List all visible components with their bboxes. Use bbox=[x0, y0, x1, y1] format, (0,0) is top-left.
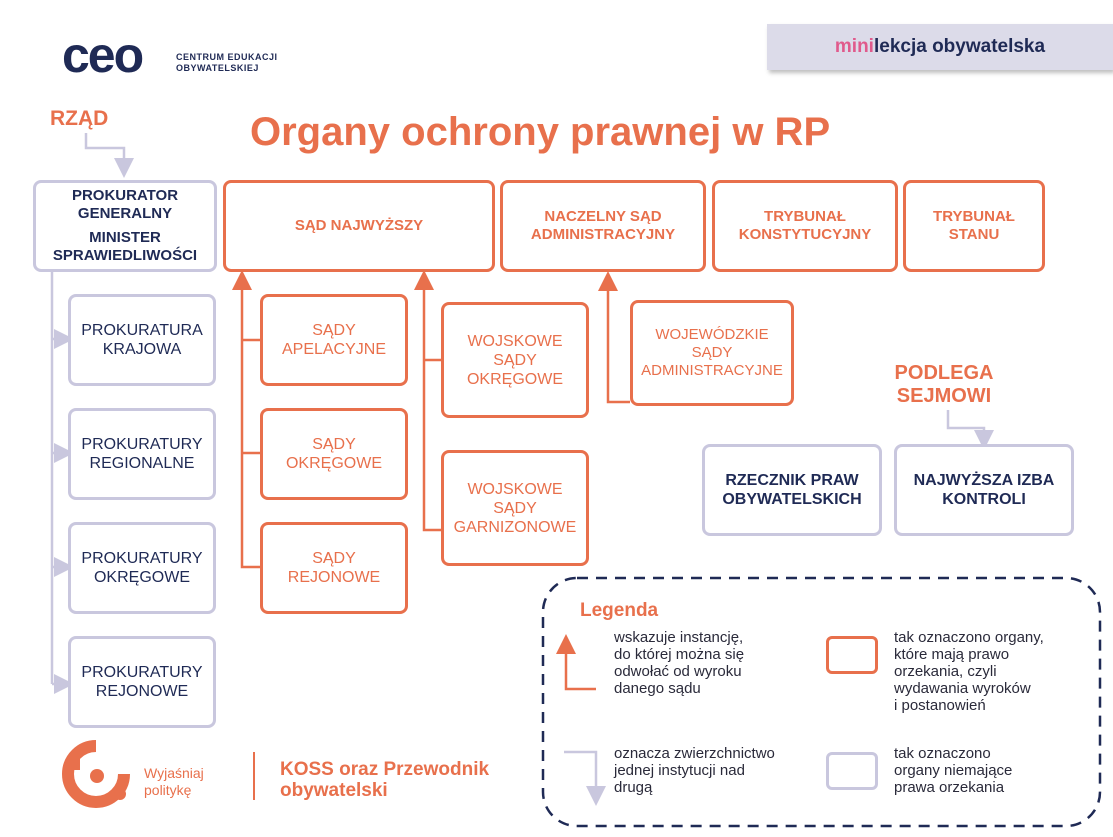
legend-orange-box-sample bbox=[826, 636, 878, 674]
prokuratury-okregowe-box: PROKURATURY OKRĘGOWE bbox=[68, 522, 216, 614]
legend-lav-box-text: tak oznaczono organy niemające prawa orz… bbox=[894, 745, 1013, 796]
org-name: CENTRUM EDUKACJI OBYWATELSKIEJ bbox=[176, 52, 278, 73]
sady-okregowe-box: SĄDY OKRĘGOWE bbox=[260, 408, 408, 500]
wojskowe-sady-okregowe-box: WOJSKOWE SĄDY OKRĘGOWE bbox=[441, 302, 589, 418]
legend-title: Legenda bbox=[580, 600, 659, 621]
ts-box: TRYBUNAŁ STANU bbox=[903, 180, 1045, 272]
rpo-box: RZECZNIK PRAW OBYWATELSKICH bbox=[702, 444, 882, 536]
page-title: Organy ochrony prawnej w RP bbox=[250, 110, 831, 154]
podlega-label: PODLEGA SEJMOWI bbox=[894, 362, 994, 407]
appeal-line-common bbox=[232, 270, 260, 569]
rzad-label: RZĄD bbox=[50, 107, 109, 130]
nik-box: NAJWYŻSZA IZBA KONTROLI bbox=[894, 444, 1074, 536]
sady-rejonowe-box: SĄDY REJONOWE bbox=[260, 522, 408, 614]
nsa-box: NACZELNY SĄD ADMINISTRACYJNY bbox=[500, 180, 706, 272]
prokuratura-krajowa-box: PROKURATURA KRAJOWA bbox=[68, 294, 216, 386]
prokuratury-rejonowe-box: PROKURATURY REJONOWE bbox=[68, 636, 216, 728]
wojskowe-sady-garnizonowe-box: WOJSKOWE SĄDY GARNIZONOWE bbox=[441, 450, 589, 566]
legend-orange-arrow-text: wskazuje instancję, do której można się … bbox=[614, 629, 745, 697]
appeal-line-military bbox=[414, 270, 441, 532]
appeal-wsa bbox=[598, 271, 630, 404]
wyjasniaj-logo-icon bbox=[62, 740, 130, 808]
prokurator-box: PROKURATOR GENERALNY MINISTER SPRAWIEDLI… bbox=[33, 180, 217, 272]
wsa-box: WOJEWÓDZKIE SĄDY ADMINISTRACYJNE bbox=[630, 300, 794, 406]
sad-najwyzszy-box: SĄD NAJWYŻSZY bbox=[223, 180, 495, 272]
prokuratury-regionalne-box: PROKURATURY REGIONALNE bbox=[68, 408, 216, 500]
legend-lav-arrow bbox=[564, 750, 606, 806]
minister-sprawiedliwosci: MINISTER SPRAWIEDLIWOŚCI bbox=[52, 229, 198, 264]
legend-orange-arrow bbox=[556, 634, 596, 691]
legend-lav-arrow-text: oznacza zwierzchnictwo jednej instytucji… bbox=[614, 745, 775, 796]
legend-lav-box-sample bbox=[826, 752, 878, 790]
ceo-logo: ceo bbox=[62, 30, 166, 80]
rzad-arrow bbox=[84, 133, 134, 178]
prokurator-generalny: PROKURATOR GENERALNY bbox=[71, 187, 179, 222]
koss-text: KOSS oraz Przewodnik obywatelski bbox=[280, 759, 490, 801]
sady-apelacyjne-box: SĄDY APELACYJNE bbox=[260, 294, 408, 386]
logo-text: ceo bbox=[62, 27, 144, 83]
badge-prefix: mini bbox=[834, 36, 874, 57]
tk-box: TRYBUNAŁ KONSTYTUCYJNY bbox=[712, 180, 898, 272]
legend-frame bbox=[541, 576, 1102, 828]
podlega-arrow bbox=[946, 410, 994, 450]
badge-rest: lekcja obywatelska bbox=[873, 36, 1046, 57]
wyjasniaj-text: Wyjaśniaj politykę bbox=[144, 765, 204, 798]
legend-orange-box-text: tak oznaczono organy, które mają prawo o… bbox=[894, 629, 1044, 714]
